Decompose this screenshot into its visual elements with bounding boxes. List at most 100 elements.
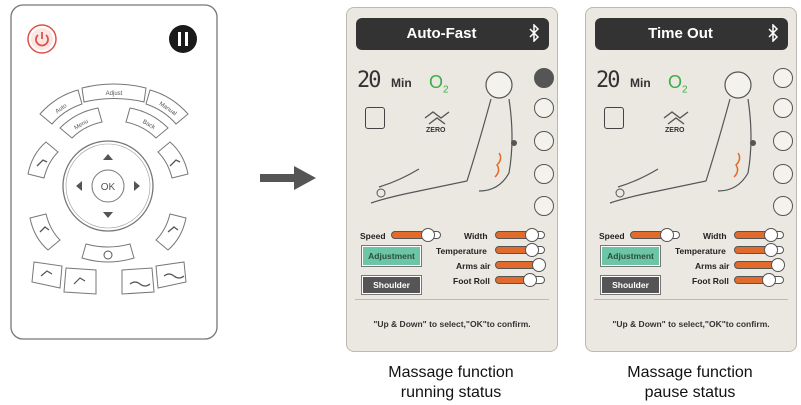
area-circle-4[interactable] — [534, 164, 554, 184]
area-circle-2[interactable] — [773, 98, 793, 118]
oxygen-indicator: O2 — [668, 72, 688, 96]
speed-slider[interactable] — [630, 228, 680, 242]
area-circle-3[interactable] — [534, 131, 554, 151]
temperature-slider[interactable] — [734, 243, 784, 257]
temperature-slider-knob[interactable] — [524, 243, 539, 257]
ok-button[interactable]: OK — [91, 169, 125, 203]
timer-unit: Min — [630, 76, 651, 90]
panel-title-bar: Time Out — [595, 18, 788, 50]
left-icon — [76, 181, 82, 191]
foot-roll-slider-knob[interactable] — [762, 273, 776, 287]
panel-title: Auto-Fast — [406, 25, 477, 42]
panel-title: Time Out — [648, 25, 713, 42]
width-label: Width — [703, 231, 727, 241]
legrest-down-icon — [167, 226, 179, 233]
zero-gravity-icon — [40, 270, 53, 277]
down-icon — [103, 212, 113, 218]
foot-roll-label: Foot Roll — [453, 276, 490, 286]
arms-air-slider[interactable] — [734, 258, 785, 272]
recline-mode-icon — [365, 107, 385, 129]
display-panel-running: Auto-Fast 20 Min O2 ZERO Speed Width Tem… — [346, 7, 558, 352]
remote-control: Adjust Auto Manual Menu Back OK — [10, 4, 218, 340]
body-figure-icon — [609, 71, 756, 204]
right-icon — [134, 181, 140, 191]
bottom-key-1[interactable] — [31, 261, 63, 289]
shoulder-button[interactable]: Shoulder — [361, 275, 422, 295]
auto-button[interactable]: Auto — [39, 89, 83, 125]
width-slider[interactable] — [495, 228, 545, 242]
foot-roll-slider-knob[interactable] — [523, 273, 537, 287]
foot-roll-slider[interactable] — [495, 273, 545, 287]
width-slider-knob[interactable] — [524, 228, 539, 242]
adjustment-button[interactable]: Adjustment — [361, 245, 422, 267]
hint-text: "Up & Down" to select,"OK"to confirm. — [373, 319, 531, 329]
timer-icon — [103, 250, 113, 260]
recline-icon — [36, 159, 48, 167]
power-button[interactable] — [27, 24, 57, 54]
display-panel-paused: Time Out 20 Min O2 ZERO Speed Width Temp… — [585, 7, 797, 352]
width-slider-knob[interactable] — [763, 228, 778, 242]
zero-label: ZERO — [426, 127, 446, 134]
bottom-key-3[interactable] — [121, 267, 155, 295]
caption-paused: Massage function pause status — [585, 363, 795, 403]
recline-button[interactable] — [27, 141, 59, 179]
bluetooth-icon — [768, 24, 779, 42]
caption-line-2: pause status — [644, 384, 736, 401]
zero-label: ZERO — [665, 127, 685, 134]
area-circle-1[interactable] — [773, 68, 793, 88]
speed-slider-knob[interactable] — [659, 228, 674, 242]
area-circle-2[interactable] — [534, 98, 554, 118]
legrest-down-button[interactable] — [155, 213, 187, 251]
back-button[interactable]: Back — [125, 107, 169, 139]
width-label: Width — [464, 231, 488, 241]
body-figure-icon — [370, 71, 517, 204]
arms-air-slider-knob[interactable] — [771, 258, 785, 272]
adjustment-button[interactable]: Adjustment — [600, 245, 661, 267]
temperature-slider[interactable] — [495, 243, 545, 257]
width-slider[interactable] — [734, 228, 784, 242]
bottom-key-2[interactable] — [63, 267, 97, 295]
foot-roll-slider[interactable] — [734, 273, 784, 287]
panel-divider — [594, 299, 788, 300]
menu-button[interactable]: Menu — [59, 107, 103, 139]
arms-air-slider[interactable] — [495, 258, 546, 272]
area-circle-4[interactable] — [773, 164, 793, 184]
timer-unit: Min — [391, 76, 412, 90]
oxygen-indicator: O2 — [429, 72, 449, 96]
legrest-up-button[interactable] — [157, 141, 189, 179]
area-circle-3[interactable] — [773, 131, 793, 151]
temperature-label: Temperature — [436, 246, 487, 256]
heat-icon — [163, 273, 185, 279]
area-circle-1[interactable] — [534, 68, 554, 88]
speed-label: Speed — [599, 231, 625, 241]
bluetooth-icon — [529, 24, 540, 42]
shoulder-button[interactable]: Shoulder — [600, 275, 661, 295]
foot-roll-label: Foot Roll — [692, 276, 729, 286]
pause-button[interactable] — [169, 25, 197, 53]
temperature-slider-knob[interactable] — [763, 243, 778, 257]
caption-line-1: Massage function — [388, 364, 514, 381]
arms-air-label: Arms air — [456, 261, 491, 271]
speed-label: Speed — [360, 231, 386, 241]
recline-mode-icon — [604, 107, 624, 129]
up-icon — [103, 154, 113, 160]
svg-text:OK: OK — [101, 182, 116, 193]
caption-line-2: running status — [400, 384, 502, 401]
upright-button[interactable] — [29, 213, 61, 251]
bottom-key-4[interactable] — [155, 261, 187, 289]
area-circle-5[interactable] — [773, 196, 793, 216]
arms-air-slider-knob[interactable] — [532, 258, 546, 272]
zero-gravity-icon — [424, 111, 450, 125]
speed-slider-knob[interactable] — [420, 228, 435, 242]
adjust-label: Adjust — [106, 91, 123, 97]
temperature-label: Temperature — [675, 246, 726, 256]
area-circle-5[interactable] — [534, 196, 554, 216]
power-icon — [35, 34, 49, 47]
panel-title-bar: Auto-Fast — [356, 18, 549, 50]
zero-gravity-icon — [663, 111, 689, 125]
speed-slider[interactable] — [391, 228, 441, 242]
timer-value: 20 — [596, 68, 620, 93]
caption-line-1: Massage function — [627, 364, 753, 381]
timer-button[interactable] — [81, 243, 135, 263]
adjust-button[interactable]: Adjust — [81, 83, 147, 103]
